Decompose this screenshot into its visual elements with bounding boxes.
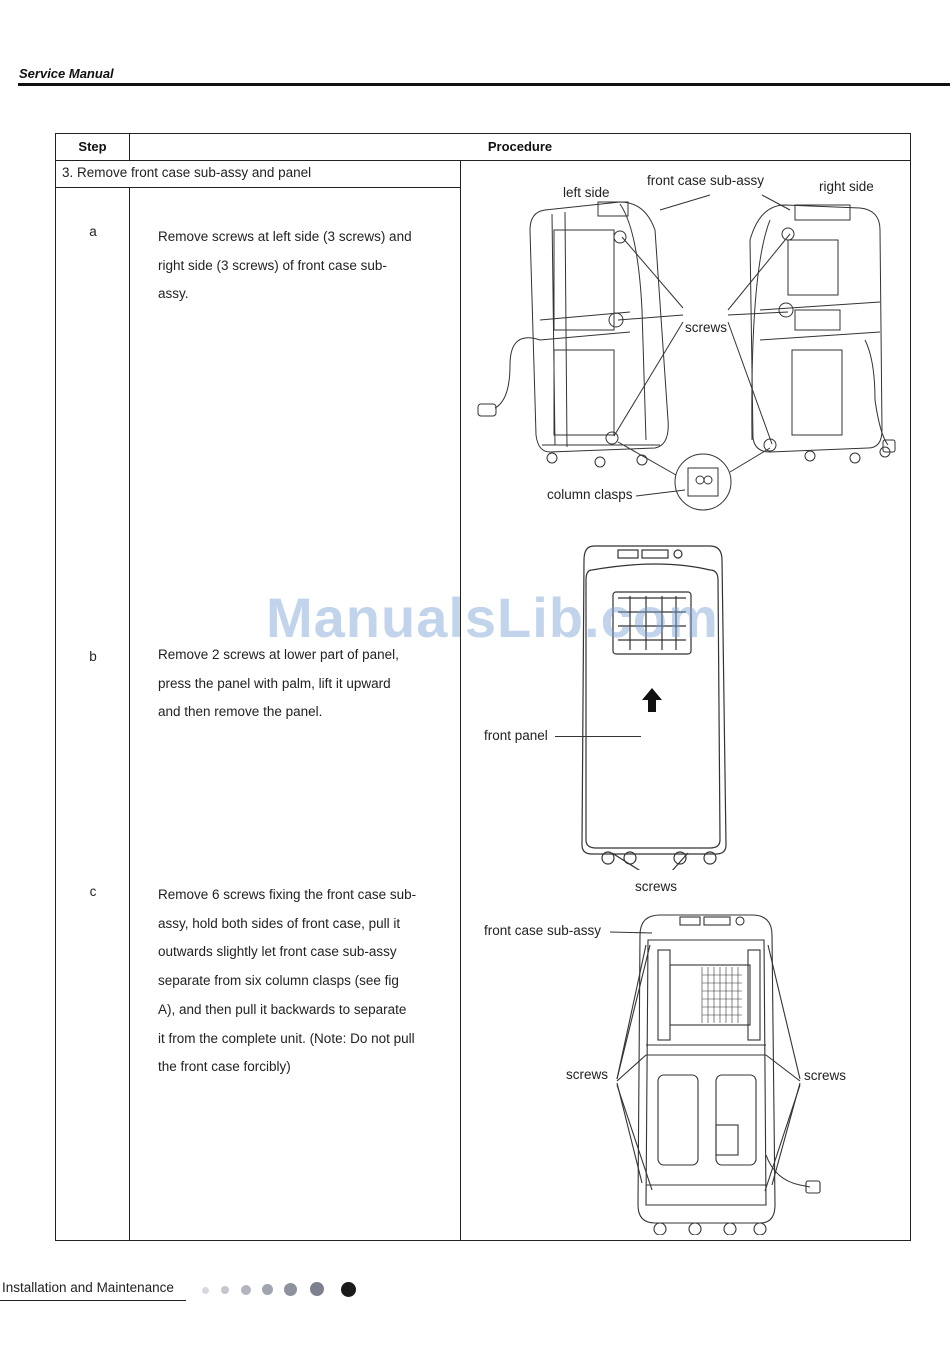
text-line: Remove screws at left side (3 screws) an… <box>158 229 412 244</box>
watermark: ManualsLib.com <box>266 586 719 649</box>
footer-dot <box>202 1287 209 1294</box>
label-front-panel: front panel <box>484 728 548 743</box>
text-line: assy, hold both sides of front case, pul… <box>158 915 401 931</box>
text-line: outwards slightly let front case sub-ass… <box>158 944 397 960</box>
procedure-column-divider <box>460 160 461 1241</box>
footer-rule <box>0 1300 186 1301</box>
label-front-case-sub-assy-1: front case sub-assy <box>647 173 765 188</box>
label-screws-1: screws <box>685 320 728 335</box>
step-text-a: Remove screws at left side (3 screws) an… <box>158 223 448 309</box>
footer-dot <box>310 1282 324 1296</box>
label-screws-right: screws <box>804 1068 847 1083</box>
step-column-divider-top <box>129 133 130 160</box>
section-title: 3. Remove front case sub-assy and panel <box>62 165 312 180</box>
label-screws-2: screws <box>635 879 678 894</box>
footer-dot <box>221 1286 229 1294</box>
header-title: Service Manual <box>19 66 114 81</box>
text-line: Remove 2 screws at lower part of panel, <box>158 647 399 662</box>
footer-text: Installation and Maintenance <box>2 1280 174 1295</box>
text-line: the front case forcibly) <box>158 1059 291 1075</box>
text-line: Remove 6 screws fixing the front case su… <box>158 887 417 902</box>
front-panel-leader <box>555 736 641 737</box>
label-right-side: right side <box>819 179 874 194</box>
step-text-c: Remove 6 screws fixing the front case su… <box>158 881 448 1082</box>
label-screws-left: screws <box>566 1067 609 1082</box>
footer-dot <box>262 1284 273 1295</box>
header-row-divider <box>55 160 911 161</box>
label-left-side: left side <box>563 185 610 200</box>
label-front-case-sub-assy-2: front case sub-assy <box>484 923 602 938</box>
step-letter-a: a <box>89 224 97 239</box>
step-letter-b: b <box>89 649 97 664</box>
footer-dot <box>341 1282 356 1297</box>
footer-dot <box>241 1285 251 1295</box>
step-letter-c: c <box>89 884 97 899</box>
text-line: right side (3 screws) of front case sub- <box>158 257 387 273</box>
text-line: assy. <box>158 286 189 302</box>
figure-side-views <box>477 194 896 511</box>
label-column-clasps: column clasps <box>547 487 633 502</box>
text-line: A), and then pull it backwards to separa… <box>158 1001 407 1017</box>
footer-dot <box>284 1283 297 1296</box>
text-line: it from the complete unit. (Note: Do not… <box>158 1030 415 1046</box>
header-rule <box>18 83 950 86</box>
step-column-divider <box>129 187 130 1241</box>
procedure-column-header: Procedure <box>487 139 553 154</box>
figure-front-panel <box>581 545 727 870</box>
section-row-divider <box>55 187 461 188</box>
figure-front-case <box>609 914 821 1235</box>
text-line: press the panel with palm, lift it upwar… <box>158 675 391 691</box>
step-column-header: Step <box>78 139 107 154</box>
table-border <box>55 133 911 1241</box>
text-line: separate from six column clasps (see fig <box>158 973 399 989</box>
step-text-b: Remove 2 screws at lower part of panel, … <box>158 641 448 727</box>
text-line: and then remove the panel. <box>158 704 323 720</box>
